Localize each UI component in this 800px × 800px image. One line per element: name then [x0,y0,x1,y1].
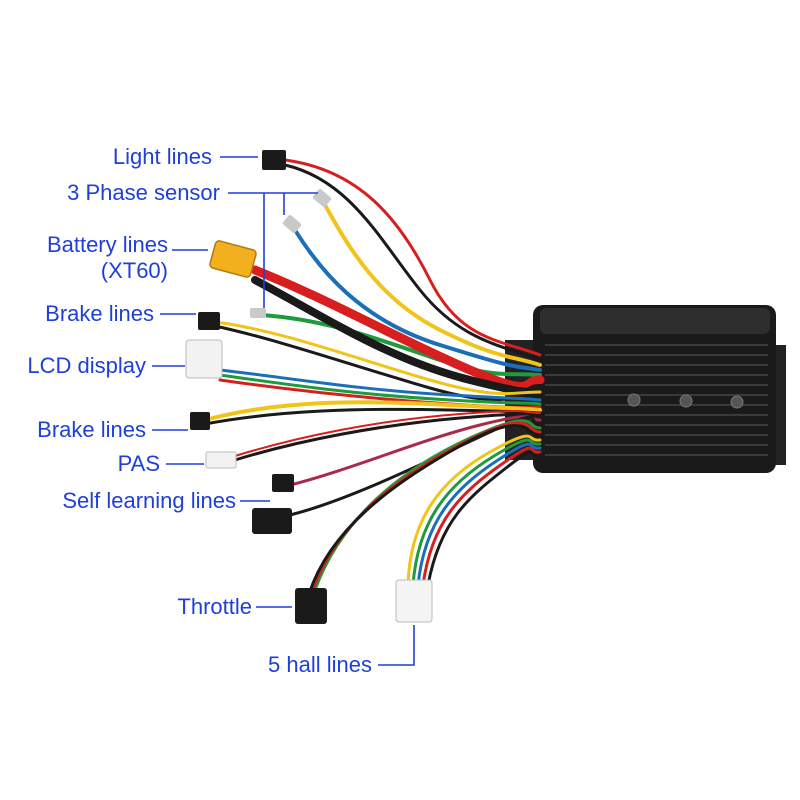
connector-self-learning-1 [272,474,294,492]
connector-phase-1 [312,189,332,207]
connector-xt60 [209,240,257,278]
connector-phase-2 [282,215,302,233]
connector-lcd-display [185,339,223,379]
wire-battery-red [250,265,545,392]
heat-sink-fins [545,344,768,456]
wire-lcd-green [218,373,542,406]
screw-3 [730,395,744,409]
label-lcd-display: LCD display [27,353,146,378]
leader-hall [378,625,415,666]
labels: Light lines 3 Phase sensor Battery lines… [27,144,372,677]
wire-throttle-black [307,424,542,596]
label-brake-lines-top: Brake lines [45,301,154,326]
connector-throttle [295,588,327,624]
wire-pas-red [234,410,541,457]
label-battery-type: (XT60) [101,258,168,283]
wire-harness [203,158,545,596]
leader-lines [152,156,415,666]
wire-brake-top-yellow [213,320,542,396]
wire-hall-blue [416,442,542,587]
wire-phase-yellow [323,203,542,367]
label-brake-lines-bottom: Brake lines [37,417,146,442]
wire-brake-bottom-yellow [203,400,542,422]
connector-brake-bottom [190,412,210,430]
controller-box [505,305,786,473]
wire-light-black [283,163,542,362]
wire-hall-yellow [406,434,542,587]
wire-phase-blue [293,228,542,372]
connector-light-lines [262,150,286,170]
controller-body [533,305,776,473]
wire-hall-green [411,438,542,587]
wire-hall-red [421,446,542,587]
label-battery-lines: Battery lines [47,232,168,257]
screw-1 [627,393,641,407]
connector-self-learning-2 [252,508,292,534]
connector-pas [205,451,237,469]
label-throttle: Throttle [177,594,252,619]
screw-2 [679,394,693,408]
label-phase-sensor: 3 Phase sensor [67,180,220,205]
wire-pas-black [233,412,542,462]
label-pas: PAS [118,451,160,476]
connector-phase-3 [250,308,266,318]
connectors [185,150,433,624]
wire-lcd-blue [218,368,542,402]
wire-hall-black [426,450,542,587]
connector-hall [395,579,433,623]
controller-top-face [540,308,770,334]
connector-brake-top [198,312,220,330]
label-self-learning: Self learning lines [62,488,236,513]
label-light-lines: Light lines [113,144,212,169]
wire-battery-black [251,276,544,396]
label-hall-lines: 5 hall lines [268,652,372,677]
wire-light-red [283,158,542,357]
